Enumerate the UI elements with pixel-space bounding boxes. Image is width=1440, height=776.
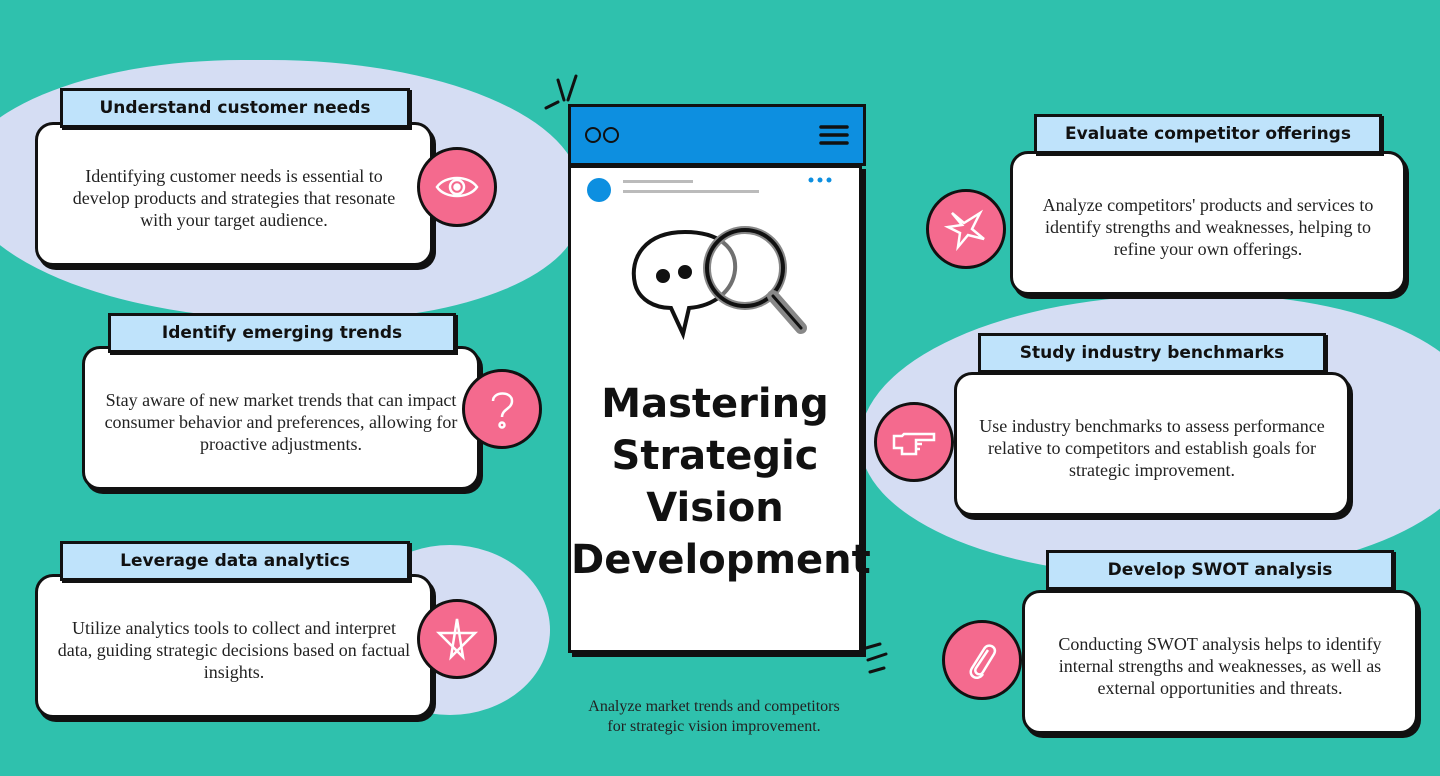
phone-screen: Mastering Strategic Vision Development [568,165,871,653]
card-text: Analyze competitors' products and servic… [1042,194,1374,259]
card-study-industry-benchmarks: Use industry benchmarks to assess perfor… [954,372,1350,516]
badge [417,599,497,679]
card-heading: Evaluate competitor offerings [1034,114,1382,154]
card-heading: Identify emerging trends [108,313,456,353]
paperclip-icon [969,644,997,679]
card-text: Stay aware of new market trends that can… [104,389,458,454]
phone-title-bar [568,104,866,166]
card-develop-swot-analysis: Conducting SWOT analysis helps to identi… [1022,590,1418,734]
card-text: Identifying customer needs is essential … [72,165,396,230]
question-mark-icon [491,392,514,429]
card-heading: Study industry benchmarks [978,333,1326,373]
badge [462,369,542,449]
card-evaluate-competitor-offerings: Analyze competitors' products and servic… [1010,151,1406,295]
card-heading: Leverage data analytics [60,541,410,581]
pointing-hand-icon [892,432,936,456]
more-dots-icon[interactable] [807,176,833,184]
window-dots-icon [603,127,619,143]
badge [874,402,954,482]
placeholder-line [623,190,759,193]
star-icon [435,618,479,661]
page-title: Mastering Strategic Vision Development [571,381,871,583]
card-heading: Develop SWOT analysis [1046,550,1394,590]
caption: Analyze market trends and competitors fo… [588,698,840,735]
placeholder-line [623,180,693,183]
hamburger-menu-icon[interactable] [819,123,849,147]
badge [926,189,1006,269]
eye-icon [435,176,479,198]
chat-search-icon [631,226,807,341]
card-identify-emerging-trends: Stay aware of new market trends that can… [82,346,480,490]
burst-lines-icon [864,642,888,674]
card-text: Utilize analytics tools to collect and i… [57,617,411,682]
spark-icon [943,209,985,252]
card-text: Conducting SWOT analysis helps to identi… [1058,633,1382,698]
card-understand-customer-needs: Identifying customer needs is essential … [35,122,433,266]
window-dots-icon [585,127,601,143]
card-leverage-data-analytics: Utilize analytics tools to collect and i… [35,574,433,718]
card-heading: Understand customer needs [60,88,410,128]
badge [942,620,1022,700]
badge [417,147,497,227]
card-text: Use industry benchmarks to assess perfor… [979,415,1325,480]
avatar [587,178,611,202]
burst-lines-icon [544,74,578,110]
